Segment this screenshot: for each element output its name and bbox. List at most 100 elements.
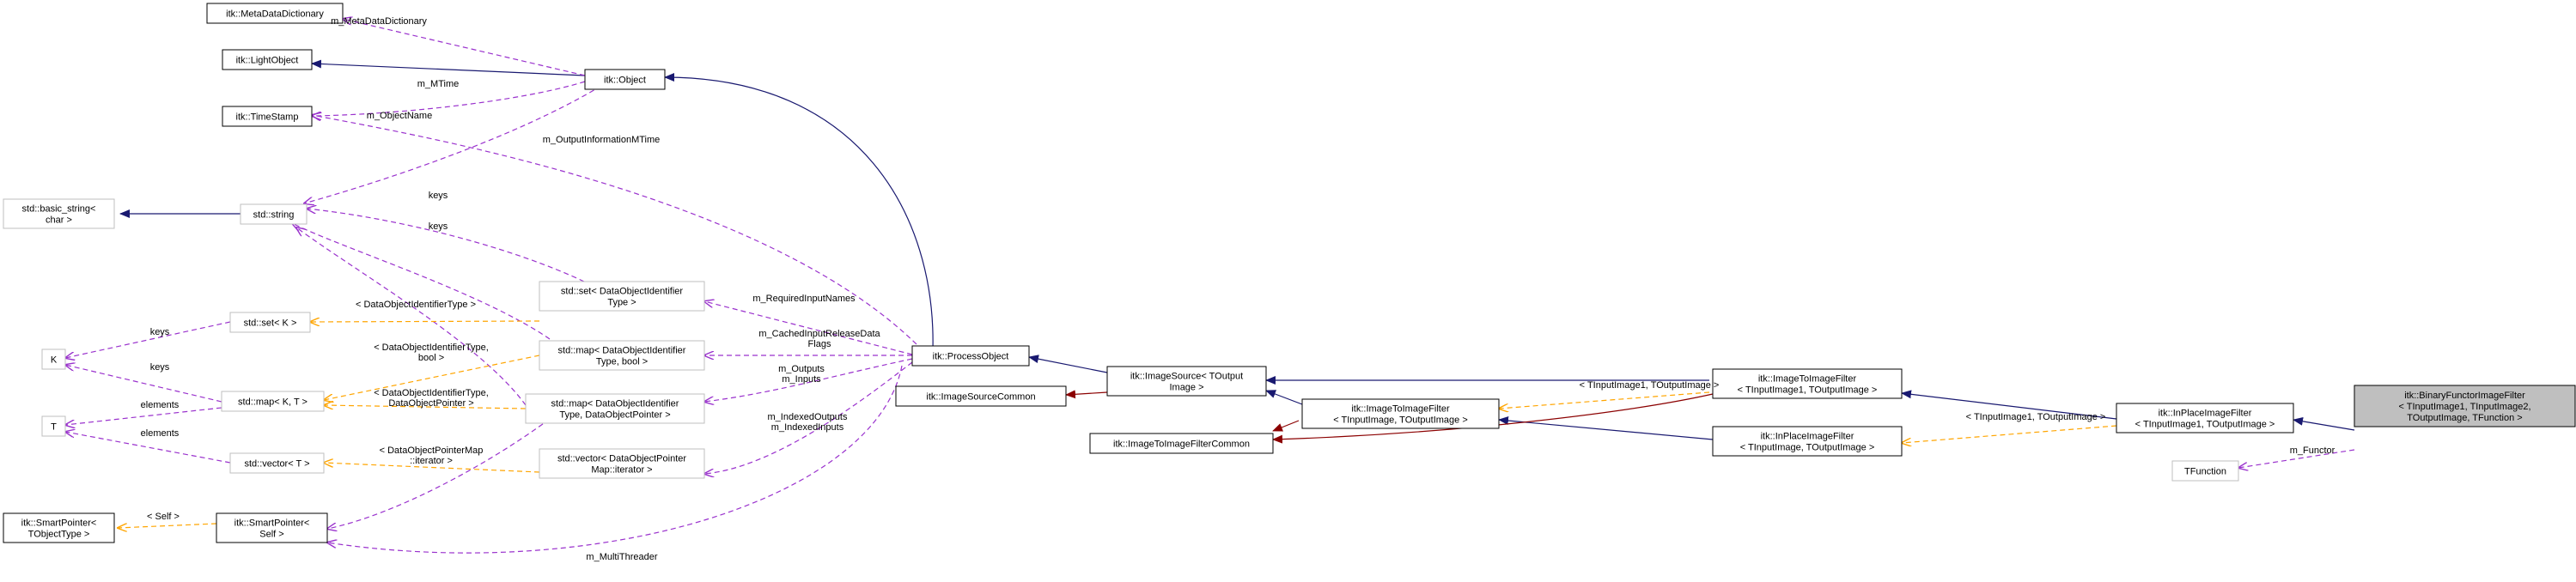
edge-imagesource-to-i2i-ti — [1265, 390, 1303, 405]
node-box — [539, 448, 705, 479]
edge-i2i-ti1-to-inplace-ti1 — [1901, 390, 2117, 420]
node-label-line: itk::BinaryFunctorImageFilter — [2404, 391, 2525, 401]
edge-outputinfo — [312, 115, 923, 351]
edge-keys-set-doid — [307, 209, 585, 282]
node-label-line: char > — [46, 215, 72, 226]
node-box — [2116, 403, 2294, 433]
node-box — [1301, 398, 1500, 429]
node-box — [1106, 366, 1267, 397]
edge-label-indexed: m_IndexedOutputs — [768, 412, 848, 422]
node-i2ifiltercommon[interactable]: itk::ImageToImageFilterCommon — [1089, 433, 1274, 454]
node-label-line: itk::ImageSourceCommon — [926, 392, 1035, 403]
node-label-line: itk::SmartPointer< — [234, 518, 310, 529]
node-lightobject[interactable]: itk::LightObject — [222, 49, 313, 70]
node-tfunction[interactable]: TFunction — [2171, 460, 2239, 482]
node-label-line: std::basic_string< — [22, 204, 96, 215]
nodes-layer: itk::MetaDataDictionaryitk::LightObjecti… — [3, 3, 2576, 543]
node-k[interactable]: K — [41, 349, 66, 370]
node-inplace-ti[interactable]: itk::InPlaceImageFilter< TInputImage, TO… — [1712, 426, 1903, 457]
edge-outputs-inputs — [704, 358, 913, 402]
edge-mtime — [312, 81, 586, 116]
node-label-line: TOutputImage, TFunction > — [2407, 413, 2522, 423]
node-t[interactable]: T — [41, 415, 66, 437]
edge-label-tpl-setk: < DataObjectIdentifierType > — [356, 300, 476, 310]
node-string[interactable]: std::string — [240, 203, 308, 225]
node-label-line: < TInputImage1, TOutputImage > — [1738, 385, 1878, 396]
edge-label-outputs: m_Outputs — [778, 364, 825, 374]
node-label-line: TObjectType > — [28, 530, 90, 540]
node-box — [539, 340, 705, 371]
edge-object-to-lightobject — [311, 59, 586, 76]
node-set-k[interactable]: std::set< K > — [229, 312, 311, 333]
node-i2ifilter-ti[interactable]: itk::ImageToImageFilter< TInputImage, TO… — [1301, 398, 1500, 429]
edge-label-tpl-map-bool: < DataObjectIdentifierType, — [374, 343, 489, 353]
edge-label-tpl-inplace: < TInputImage1, TOutputImage > — [1966, 412, 2106, 422]
node-vector-doptr[interactable]: std::vector< DataObjectPointerMap::itera… — [539, 448, 705, 479]
node-smartptr-self[interactable]: itk::SmartPointer<Self > — [216, 512, 328, 543]
node-label-line: itk::SmartPointer< — [21, 518, 97, 529]
node-object[interactable]: itk::Object — [584, 69, 666, 90]
edge-label-tpl-map-ptr: < DataObjectIdentifierType, — [374, 388, 489, 398]
edge-elements-vecT — [65, 432, 231, 464]
node-label-line: Type, DataObjectPointer > — [559, 410, 670, 421]
node-label-line: std::vector< DataObjectPointer — [557, 454, 686, 464]
edge-labels-layer: m_MetaDataDictionarym_MTimem_ObjectNamem… — [141, 16, 2335, 562]
node-box — [539, 281, 705, 312]
edge-label-keys-map: keys — [429, 221, 448, 232]
edge-tpl-self — [118, 523, 217, 528]
edge-i2ifiltercommon-to-i2i-ti — [1272, 420, 1300, 432]
node-binaryfunctor[interactable]: itk::BinaryFunctorImageFilter< TInputIma… — [2354, 385, 2576, 427]
edge-label-keys-setk: keys — [150, 327, 170, 337]
edge-keys-setk — [65, 321, 231, 358]
node-vector-t[interactable]: std::vector< T > — [229, 452, 325, 474]
node-box — [41, 415, 66, 437]
edge-i2ifiltercommon-to-i2i-ti1 — [1272, 393, 1714, 444]
node-map-kt[interactable]: std::map< K, T > — [221, 391, 325, 412]
node-label-line: K — [51, 355, 58, 366]
edge-label-cached: m_CachedInputReleaseData — [758, 329, 880, 339]
edge-tpl-map-bool — [324, 355, 540, 400]
node-box — [216, 512, 328, 543]
node-label-line: itk::ImageSource< TOutput — [1130, 372, 1243, 382]
edge-label-mtime: m_MTime — [417, 79, 459, 89]
node-box — [1089, 433, 1274, 454]
edge-tpl-inplace — [1902, 425, 2117, 443]
node-inplace-ti1[interactable]: itk::InPlaceImageFilter< TInputImage1, T… — [2116, 403, 2294, 433]
node-label-line: < TInputImage1, TOutputImage > — [2135, 420, 2275, 430]
node-map-doid-bool[interactable]: std::map< DataObjectIdentifierType, bool… — [539, 340, 705, 371]
node-label-line: std::set< K > — [244, 318, 297, 329]
node-box — [222, 106, 313, 127]
edge-keys-map-doidptr — [296, 227, 527, 406]
node-i2ifilter-ti1[interactable]: itk::ImageToImageFilter< TInputImage1, T… — [1712, 368, 1903, 399]
node-imagesource[interactable]: itk::ImageSource< TOutputImage > — [1106, 366, 1267, 397]
edge-label-functor: m_Functor — [2290, 446, 2335, 456]
node-metadatadictionary[interactable]: itk::MetaDataDictionary — [206, 3, 344, 24]
node-box — [206, 3, 344, 24]
edge-label-multithreader: m_MultiThreader — [586, 552, 657, 562]
node-box — [1712, 368, 1903, 399]
node-smartptr-t[interactable]: itk::SmartPointer<TObjectType > — [3, 512, 115, 543]
node-timestamp[interactable]: itk::TimeStamp — [222, 106, 313, 127]
edge-tpl-vec — [324, 463, 540, 473]
node-label-line: < TInputImage, TOutputImage > — [1740, 443, 1875, 453]
edge-functor — [2238, 449, 2355, 468]
node-label-line: itk::Object — [604, 76, 646, 86]
node-label-line: itk::LightObject — [236, 56, 299, 66]
node-box — [1712, 426, 1903, 457]
edge-objectname — [304, 85, 602, 203]
node-box — [3, 198, 115, 229]
edge-keys-mapkt — [65, 365, 222, 403]
node-box — [895, 385, 1067, 407]
edge-label-tpl-map-bool: bool > — [418, 353, 444, 363]
node-box — [229, 452, 325, 474]
node-label-line: std::vector< T > — [244, 459, 309, 470]
edge-label-keys-set: keys — [429, 191, 448, 201]
node-basic-string[interactable]: std::basic_string<char > — [3, 198, 115, 229]
node-set-doid[interactable]: std::set< DataObjectIdentifierType > — [539, 281, 705, 312]
node-map-doid-ptr[interactable]: std::map< DataObjectIdentifierType, Data… — [525, 393, 705, 424]
node-processobject[interactable]: itk::ProcessObject — [911, 345, 1030, 367]
edge-label-elements-map: elements — [141, 400, 180, 410]
node-box — [222, 49, 313, 70]
node-imagesourcecommon[interactable]: itk::ImageSourceCommon — [895, 385, 1067, 407]
